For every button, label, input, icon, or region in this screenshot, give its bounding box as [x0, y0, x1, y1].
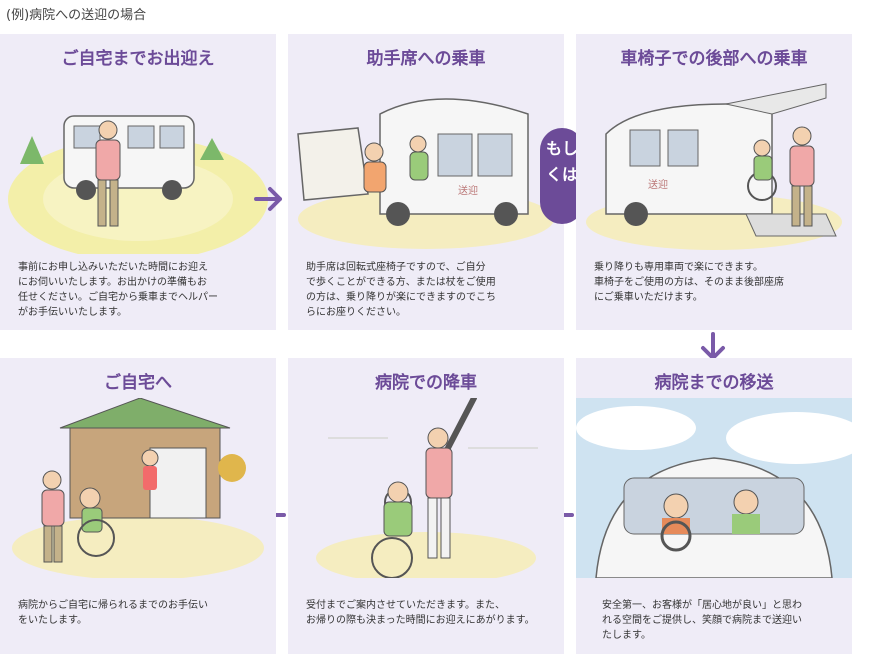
step-title: 助手席への乗車 [366, 49, 486, 69]
home-pickup-illustration [8, 115, 268, 254]
step-panel-return-home: ご自宅へ 病院からご自宅に帰られるまでのお手伝い をいたします。 [0, 358, 276, 654]
step-description: 病院からご自宅に帰られるまでのお手伝い をいたします。 [18, 600, 208, 626]
transport-to-hospital-illustration [576, 398, 852, 578]
step-panel-transport: 病院までの移送 安全第一、お客様が「居心地が良い」と思わ れる空間をご提供し、笑… [576, 358, 852, 654]
rear-wheelchair-boarding-illustration: 送迎 [586, 83, 842, 250]
step-panel-home-pickup: ご自宅までお出迎え 事前にお申し込みいただいた時間にお迎え にお伺いいたします。… [0, 34, 276, 330]
step-description: 乗り降りも専用車両で楽にできます。 車椅子をご使用の方は、そのまま後部座席 にご… [594, 262, 784, 303]
step-title: ご自宅までお出迎え [61, 49, 215, 69]
step-panel-front-seat: 助手席への乗車 送迎 助手席は回転式座椅子ですので、ご自分 で歩くことができる方… [288, 34, 564, 330]
step-description: 助手席は回転式座椅子ですので、ご自分 で歩くことができる方、または杖をご使用 の… [306, 262, 496, 318]
step-title: 病院までの移送 [654, 373, 774, 393]
hospital-dropoff-illustration [316, 398, 538, 578]
step-description: 安全第一、お客様が「居心地が良い」と思わ れる空間をご提供し、笑顔で病院まで送迎… [602, 600, 802, 641]
van-logo: 送迎 [458, 184, 478, 197]
return-home-illustration [12, 398, 264, 578]
step-title: ご自宅へ [104, 373, 172, 393]
page-title: (例)病院への送迎の場合 [6, 8, 147, 23]
van-logo: 送迎 [648, 178, 668, 191]
step-title: 車椅子での後部への乗車 [620, 49, 808, 69]
step-description: 受付までご案内させていただきます。また、 お帰りの際も決まった時間にお迎えにあが… [306, 600, 535, 626]
step-title: 病院での降車 [375, 373, 477, 393]
arrow-right-icon [254, 187, 282, 211]
step-panel-hospital-arrival: 病院での降車 受付までご案内させていただきます。また、 お帰りの際も決まった時間… [288, 358, 564, 654]
front-seat-boarding-illustration: 送迎 [297, 98, 554, 249]
step-panel-rear-wheelchair: 車椅子での後部への乗車 送迎 乗り降りも専用車両で楽にできます。 車椅子をご使用… [576, 34, 852, 330]
step-description: 事前にお申し込みいただいた時間にお迎え にお伺いいたします。お出かけの準備もお … [18, 262, 218, 318]
